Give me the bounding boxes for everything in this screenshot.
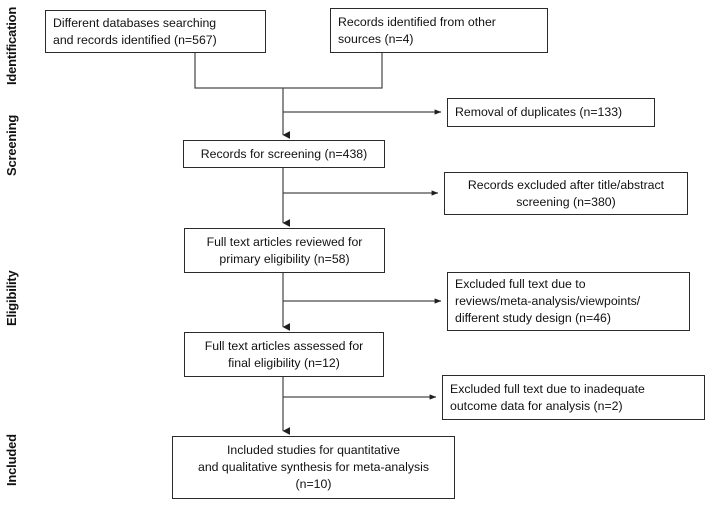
- node-excluded-reviews-meta-analysis-text: Excluded full text due to reviews/meta-a…: [455, 277, 641, 325]
- node-records-for-screening-text: Records for screening (n=438): [200, 146, 368, 161]
- node-duplicates-removed-text: Removal of duplicates (n=133): [455, 105, 623, 120]
- node-full-text-reviewed-primary-text: Full text articles reviewed for primary …: [206, 234, 363, 266]
- node-duplicates-removed: Removal of duplicates (n=133): [447, 98, 655, 127]
- stage-label-identification: Identification: [4, 6, 19, 86]
- stage-label-screening: Screening: [4, 114, 19, 176]
- node-excluded-inadequate-outcome-data-text: Excluded full text due to inadequate out…: [450, 381, 645, 413]
- node-excluded-inadequate-outcome-data: Excluded full text due to inadequate out…: [442, 375, 705, 420]
- node-databases-searched-text: Different databases searching and record…: [53, 15, 217, 47]
- stage-label-included: Included: [4, 434, 19, 486]
- node-full-text-assessed-final: Full text articles assessed for final el…: [184, 332, 384, 377]
- node-included-studies-text: Included studies for quantitative and qu…: [197, 443, 430, 491]
- node-other-sources-text: Records identified from other sources (n…: [338, 14, 496, 46]
- node-records-excluded-title-abstract-text: Records excluded after title/abstract sc…: [467, 177, 665, 209]
- node-full-text-reviewed-primary: Full text articles reviewed for primary …: [184, 228, 385, 273]
- node-full-text-assessed-final-text: Full text articles assessed for final el…: [204, 338, 364, 370]
- node-included-studies: Included studies for quantitative and qu…: [172, 436, 455, 499]
- merge-connector: [194, 53, 383, 89]
- node-records-for-screening: Records for screening (n=438): [183, 140, 385, 168]
- node-databases-searched: Different databases searching and record…: [45, 10, 266, 53]
- stage-label-eligibility: Eligibility: [4, 270, 19, 326]
- node-records-excluded-title-abstract: Records excluded after title/abstract sc…: [444, 172, 688, 215]
- node-other-sources: Records identified from other sources (n…: [330, 8, 548, 53]
- node-excluded-reviews-meta-analysis: Excluded full text due to reviews/meta-a…: [447, 272, 690, 331]
